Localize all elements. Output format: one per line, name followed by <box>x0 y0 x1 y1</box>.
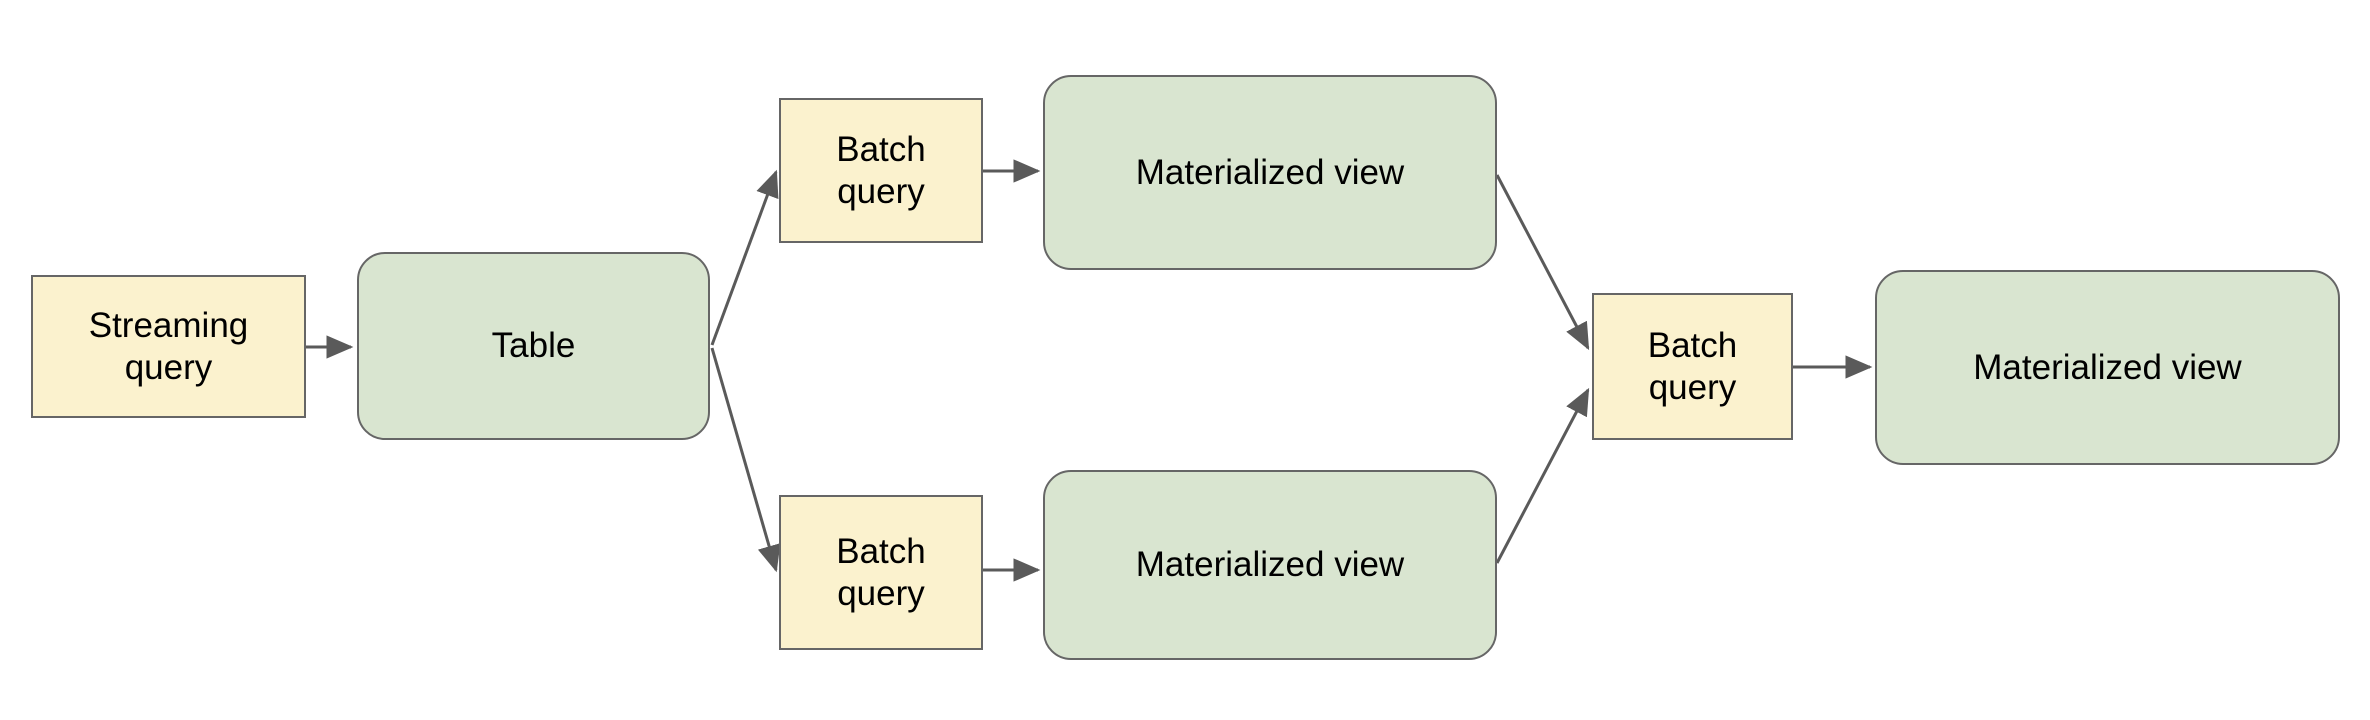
edge-table-to-batch-query-top <box>710 169 779 346</box>
node-batch-query-join-label: Batch query <box>1647 326 1738 407</box>
edge-materialized-view-top-to-batch-query-join <box>1495 174 1590 351</box>
edge-materialized-view-bottom-to-batch-query-join <box>1495 387 1590 564</box>
node-table-label: Table <box>491 326 576 366</box>
node-materialized-view-top[interactable]: Materialized view <box>1043 75 1497 270</box>
edge-table-to-batch-query-bottom <box>710 347 781 573</box>
node-batch-query-top-label: Batch query <box>836 130 926 211</box>
node-streaming-query[interactable]: Streaming query <box>31 275 306 418</box>
node-materialized-view-final-label: Materialized view <box>1973 347 2242 387</box>
node-streaming-query-label: Streaming query <box>88 306 249 387</box>
node-batch-query-bottom[interactable]: Batch query <box>779 495 983 650</box>
node-table[interactable]: Table <box>357 252 710 440</box>
node-materialized-view-top-label: Materialized view <box>1135 152 1405 192</box>
node-materialized-view-bottom[interactable]: Materialized view <box>1043 470 1497 660</box>
node-materialized-view-final[interactable]: Materialized view <box>1875 270 2340 465</box>
node-batch-query-bottom-label: Batch query <box>836 532 926 613</box>
node-materialized-view-bottom-label: Materialized view <box>1135 545 1405 585</box>
node-batch-query-join[interactable]: Batch query <box>1592 293 1793 440</box>
node-batch-query-top[interactable]: Batch query <box>779 98 983 243</box>
